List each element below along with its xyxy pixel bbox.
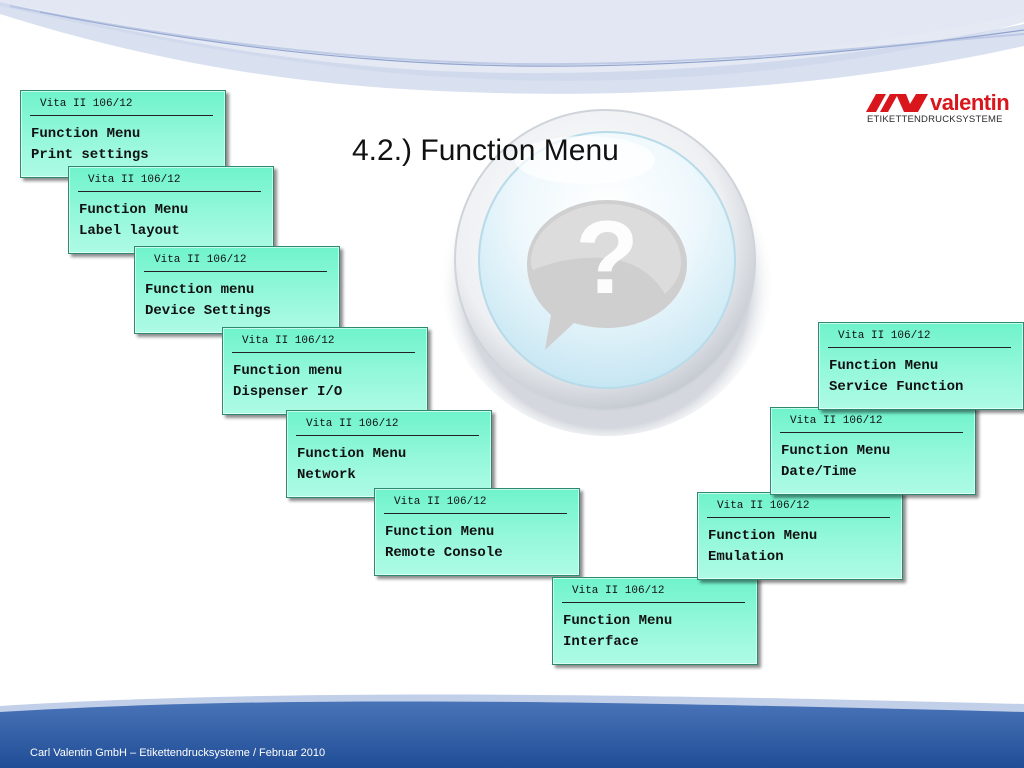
lcd-menu-item: Device Settings — [145, 303, 272, 319]
lcd-menu-item: Dispenser I/O — [233, 384, 343, 400]
lcd-menu-title: Function menu — [145, 282, 255, 298]
lcd-device-settings[interactable]: Vita II 106/12 Function menu Device Sett… — [134, 246, 340, 334]
lcd-menu-title: Function Menu — [563, 613, 673, 629]
lcd-model-label: Vita II 106/12 — [394, 496, 487, 508]
logo-name: valentin — [930, 90, 1010, 115]
bottom-band-decoration — [0, 694, 1024, 768]
lcd-model-label: Vita II 106/12 — [838, 330, 931, 342]
lcd-model-label: Vita II 106/12 — [790, 415, 883, 427]
lcd-network[interactable]: Vita II 106/12 Function Menu Network — [286, 410, 492, 498]
lcd-menu-item: Label layout — [79, 223, 180, 239]
lcd-dispenser-io[interactable]: Vita II 106/12 Function menu Dispenser I… — [222, 327, 428, 415]
lcd-menu-title: Function Menu — [385, 524, 495, 540]
lcd-label-layout[interactable]: Vita II 106/12 Function Menu Label layou… — [68, 166, 274, 254]
lcd-model-label: Vita II 106/12 — [572, 585, 665, 597]
lcd-model-label: Vita II 106/12 — [306, 418, 399, 430]
lcd-divider — [144, 271, 327, 272]
lcd-divider — [828, 347, 1011, 348]
question-speech-bubble-icon: ? — [439, 104, 775, 436]
lcd-menu-title: Function Menu — [297, 446, 407, 462]
lcd-menu-title: Function menu — [233, 363, 343, 379]
lcd-divider — [296, 435, 479, 436]
lcd-divider — [232, 352, 415, 353]
svg-text:?: ? — [575, 200, 639, 316]
lcd-divider — [780, 432, 963, 433]
lcd-model-label: Vita II 106/12 — [154, 254, 247, 266]
slide-title: 4.2.) Function Menu — [352, 134, 619, 167]
lcd-divider — [562, 602, 745, 603]
lcd-interface[interactable]: Vita II 106/12 Function Menu Interface — [552, 577, 758, 665]
lcd-menu-item: Interface — [563, 634, 639, 650]
lcd-menu-item: Remote Console — [385, 545, 503, 561]
lcd-menu-item: Emulation — [708, 549, 784, 565]
lcd-divider — [78, 191, 261, 192]
lcd-menu-item: Date/Time — [781, 464, 857, 480]
lcd-model-label: Vita II 106/12 — [242, 335, 335, 347]
top-swoosh-decoration — [0, 0, 1024, 94]
lcd-date-time[interactable]: Vita II 106/12 Function Menu Date/Time — [770, 407, 976, 495]
lcd-remote-console[interactable]: Vita II 106/12 Function Menu Remote Cons… — [374, 488, 580, 576]
lcd-menu-item: Print settings — [31, 147, 149, 163]
lcd-model-label: Vita II 106/12 — [40, 98, 133, 110]
lcd-divider — [30, 115, 213, 116]
lcd-menu-item: Network — [297, 467, 356, 483]
lcd-menu-title: Function Menu — [31, 126, 141, 142]
lcd-menu-item: Service Function — [829, 379, 964, 395]
lcd-menu-title: Function Menu — [708, 528, 818, 544]
lcd-service-function[interactable]: Vita II 106/12 Function Menu Service Fun… — [818, 322, 1024, 410]
lcd-divider — [384, 513, 567, 514]
logo-mark-icon — [866, 94, 928, 112]
lcd-model-label: Vita II 106/12 — [88, 174, 181, 186]
lcd-menu-title: Function Menu — [79, 202, 189, 218]
logo-subtitle: ETIKETTENDRUCKSYSTEME — [867, 114, 1003, 125]
lcd-model-label: Vita II 106/12 — [717, 500, 810, 512]
lcd-divider — [707, 517, 890, 518]
lcd-print-settings[interactable]: Vita II 106/12 Function Menu Print setti… — [20, 90, 226, 178]
footer-text: Carl Valentin GmbH – Etikettendrucksyste… — [30, 747, 326, 759]
lcd-emulation[interactable]: Vita II 106/12 Function Menu Emulation — [697, 492, 903, 580]
lcd-menu-title: Function Menu — [829, 358, 939, 374]
lcd-menu-title: Function Menu — [781, 443, 891, 459]
valentin-logo: valentin ETIKETTENDRUCKSYSTEME — [866, 90, 1014, 128]
